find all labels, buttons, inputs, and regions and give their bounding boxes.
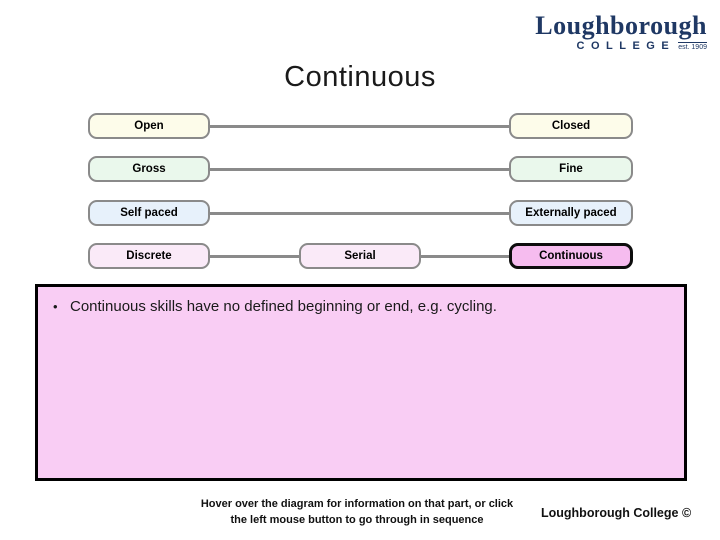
diagram-box-discrete[interactable]: Discrete (88, 243, 210, 269)
connector-line (210, 168, 509, 171)
footer-instruction: Hover over the diagram for information o… (157, 497, 557, 528)
info-text: Continuous skills have no defined beginn… (70, 298, 497, 315)
diagram-box-gross[interactable]: Gross (88, 156, 210, 182)
diagram-box-fine[interactable]: Fine (509, 156, 633, 182)
connector-line (210, 212, 509, 215)
info-panel: • Continuous skills have no defined begi… (35, 284, 687, 481)
footer-instruction-line2: the left mouse button to go through in s… (230, 513, 484, 526)
diagram-box-closed[interactable]: Closed (509, 113, 633, 139)
connector-line (210, 125, 509, 128)
college-logo-college: COLLEGE (576, 40, 676, 52)
connector-line (421, 255, 509, 258)
info-bullet-line: • Continuous skills have no defined begi… (38, 287, 684, 315)
footer-instruction-line1: Hover over the diagram for information o… (200, 498, 514, 510)
diagram-box-serial[interactable]: Serial (299, 243, 421, 269)
bullet-marker: • (53, 299, 58, 314)
diagram-box-self-paced[interactable]: Self paced (88, 200, 210, 226)
college-logo: Loughborough COLLEGE est. 1909 (535, 13, 707, 52)
college-logo-est: est. 1909 (678, 42, 707, 51)
college-logo-name: Loughborough (535, 11, 707, 40)
page-title: Continuous (284, 61, 436, 93)
diagram-box-continuous-highlighted[interactable]: Continuous (509, 243, 633, 269)
college-logo-subline: COLLEGE est. 1909 (535, 40, 707, 52)
connector-line (210, 255, 299, 258)
copyright-text: Loughborough College © (541, 506, 692, 520)
diagram-box-open[interactable]: Open (88, 113, 210, 139)
diagram-box-externally-paced[interactable]: Externally paced (509, 200, 633, 226)
